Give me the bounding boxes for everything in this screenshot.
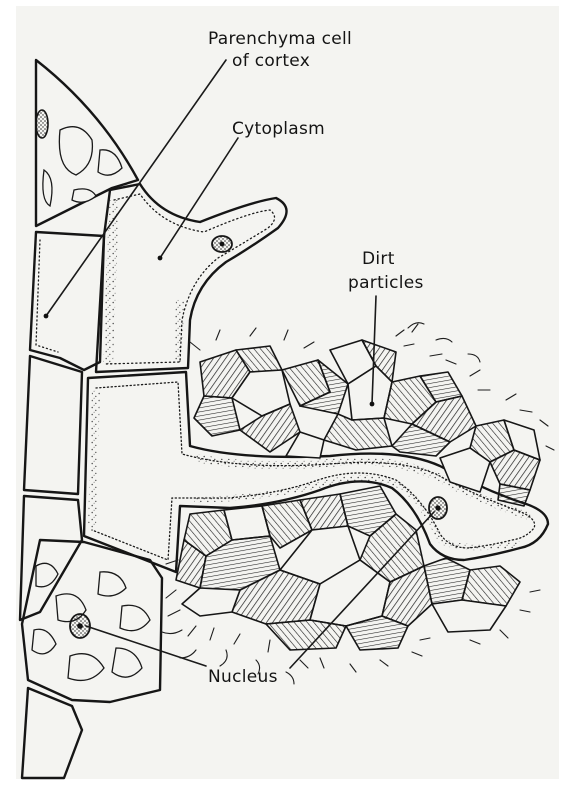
- label-dirt-line1: Dirt: [362, 249, 395, 269]
- label-nucleus: Nucleus: [208, 667, 278, 687]
- label-parenchyma-line1: Parenchyma cell: [208, 29, 352, 49]
- label-dirt-line2: particles: [348, 273, 424, 293]
- nucleus-top-cell: [36, 110, 48, 138]
- label-parenchyma-line2: of cortex: [232, 51, 310, 71]
- label-cytoplasm: Cytoplasm: [232, 119, 325, 139]
